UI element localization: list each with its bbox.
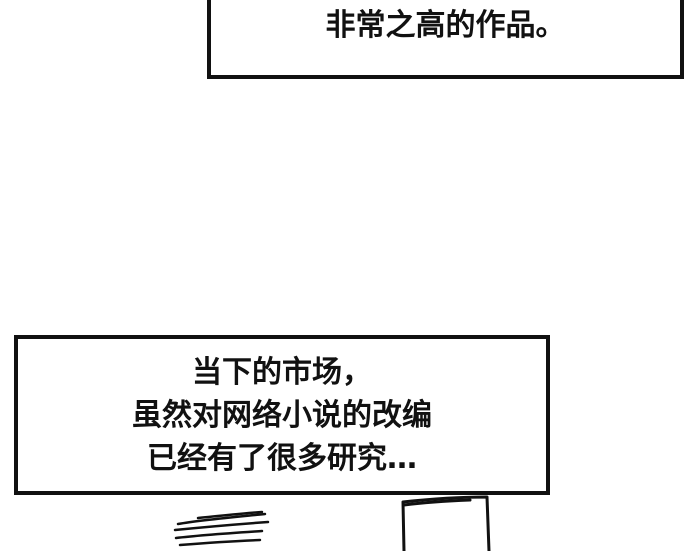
caption-box-bottom: 当下的市场， 虽然对网络小说的改编 已经有了很多研究… [14,335,550,495]
caption-bottom-line-3: 已经有了很多研究… [147,441,417,476]
sketch-hatch-lines [173,510,270,547]
caption-top-text: 非常之高的作品。 [325,8,566,43]
caption-bottom-line-1: 当下的市场， [192,355,372,390]
caption-box-top: 非常之高的作品。 [207,0,684,79]
caption-bottom-line-2: 虽然对网络小说的改编 [132,398,432,433]
sketch-box-outline [401,495,491,551]
